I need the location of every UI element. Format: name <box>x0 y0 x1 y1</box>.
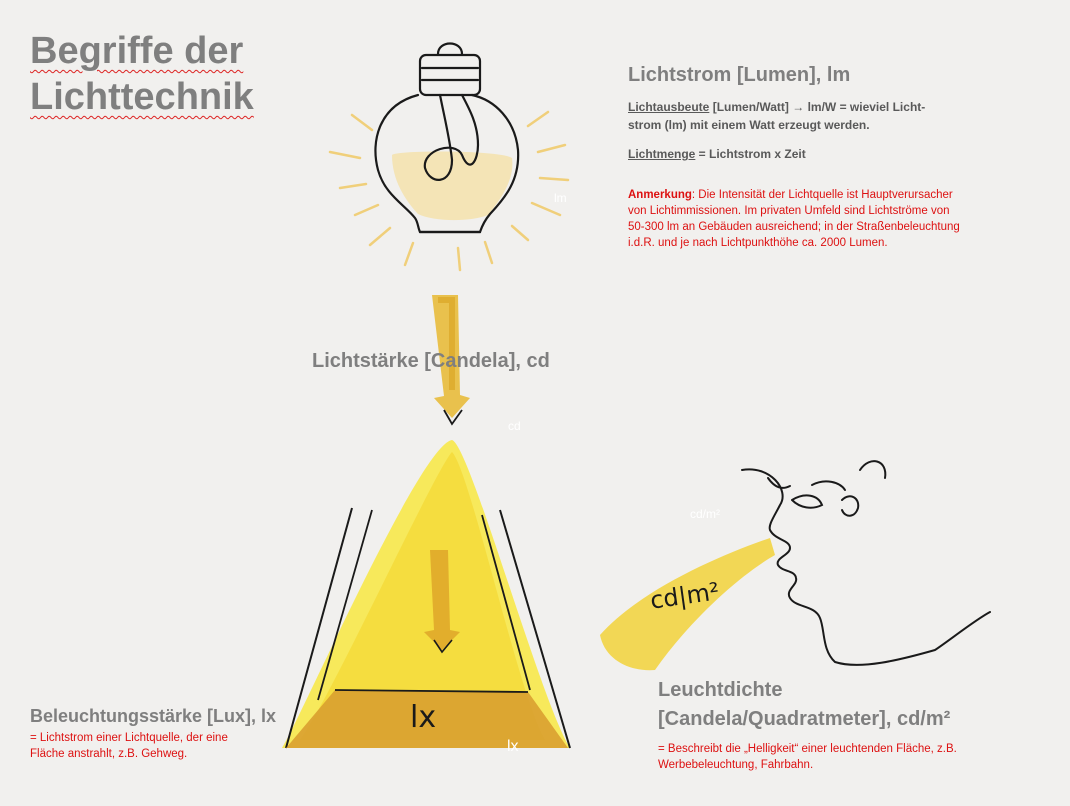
bulb-rays <box>328 110 570 272</box>
lichtausbeute-line-1: Lichtausbeute [Lumen/Watt] → lm/W = wiev… <box>628 98 925 116</box>
page-title: Begriffe der Lichttechnik <box>30 28 254 120</box>
note-line-1: Anmerkung: Die Intensität der Lichtquell… <box>628 187 960 203</box>
lichtstaerke-heading: Lichtstärke [Candela], cd <box>312 350 550 372</box>
note-line-1-text: : Die Intensität der Lichtquelle ist Hau… <box>691 189 953 201</box>
lichtmenge-line: Lichtmenge = Lichtstrom x Zeit <box>628 145 806 163</box>
note-line-2: von Lichtimmissionen. Im privaten Umfeld… <box>628 205 950 217</box>
cd-small-label: cd <box>508 419 521 433</box>
note-label: Anmerkung <box>628 189 692 201</box>
leuchtdichte-heading-line-2: [Candela/Quadratmeter], cd/m² <box>658 708 951 730</box>
lichtmenge-term: Lichtmenge <box>628 147 696 161</box>
lichtausbeute-term: Lichtausbeute <box>628 100 710 114</box>
lx-small-label: lx <box>507 738 519 755</box>
beleuchtung-desc-line-1: = Lichtstrom einer Lichtquelle, der eine <box>30 732 228 744</box>
light-cone <box>282 440 571 749</box>
title-line-1: Begriffe der <box>30 30 244 72</box>
lichtmenge-text: = Lichtstrom x Zeit <box>695 147 806 161</box>
leuchtdichte-heading-line-1: Leuchtdichte <box>658 679 783 701</box>
title-line-2: Lichttechnik <box>30 76 254 118</box>
lichtausbeute-text: [Lumen/Watt] → lm/W = wieviel Licht- <box>709 100 926 114</box>
note-line-4: i.d.R. und je nach Lichtpunkthöhe ca. 20… <box>628 237 888 249</box>
leuchtdichte-heading: Leuchtdichte [Candela/Quadratmeter], cd/… <box>658 676 950 734</box>
bulb-lm-label: lm <box>554 191 567 205</box>
lichtstrom-heading: Lichtstrom [Lumen], lm <box>628 64 851 86</box>
beleuchtung-desc-line-2: Fläche anstrahlt, z.B. Gehweg. <box>30 748 188 760</box>
bulb-outline <box>374 42 520 234</box>
lichtausbeute-line-2: strom (lm) mit einem Watt erzeugt werden… <box>628 118 870 132</box>
beleuchtung-desc: = Lichtstrom einer Lichtquelle, der eine… <box>30 730 228 762</box>
lx-handwritten-label: lx <box>410 700 437 735</box>
cdm2-small-label: cd/m² <box>690 507 720 521</box>
note-line-3: 50-300 lm an Gebäuden ausreichend; in de… <box>628 221 960 233</box>
leuchtdichte-desc: = Beschreibt die „Helligkeit“ einer leuc… <box>658 741 957 773</box>
beleuchtung-heading: Beleuchtungsstärke [Lux], lx <box>30 706 277 726</box>
leuchtdichte-desc-line-2: Werbebeleuchtung, Fahrbahn. <box>658 759 814 771</box>
intensity-arrow <box>432 295 470 426</box>
leuchtdichte-desc-line-1: = Beschreibt die „Helligkeit“ einer leuc… <box>658 743 957 755</box>
face-sketch <box>741 460 991 666</box>
lichtstrom-note: Anmerkung: Die Intensität der Lichtquell… <box>628 187 960 251</box>
luminance-beam <box>600 538 775 671</box>
